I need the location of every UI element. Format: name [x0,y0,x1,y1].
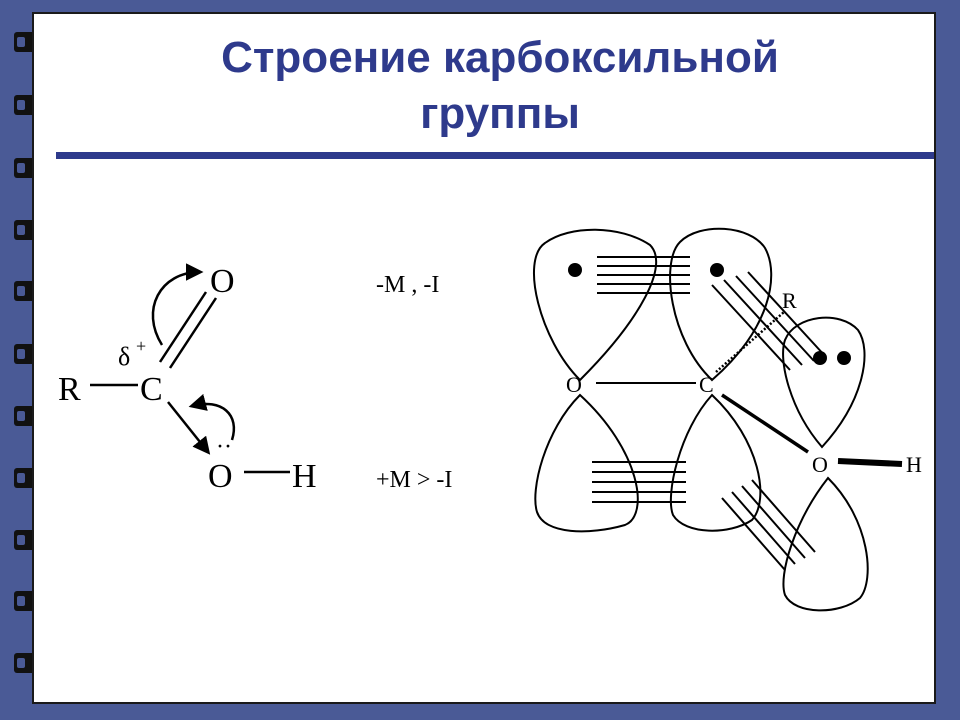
overlap-diagonal [723,279,803,366]
atom-c: C [140,371,163,408]
delta-symbol: δ [118,342,130,371]
orbital-label-r: R [782,288,797,313]
curved-arrow-bottom [188,393,236,441]
slide-title: Строение карбоксильной группы [100,30,900,142]
slide-page [32,12,936,704]
overlap-diagonal [731,491,796,565]
title-line-1: Строение карбоксильной [221,33,779,82]
effect-carbonyl: -M , -I [376,272,439,298]
title-line-2: группы [420,89,580,138]
structural-formula: R C δ + O ·· O H [58,263,317,495]
sigma-bond-c-r [715,311,785,373]
atom-o-hydroxyl: O [208,458,233,495]
electron-dot [813,351,827,365]
orbital-lobe-oh-top [782,316,866,449]
title-underline [56,152,934,159]
electron-dot [710,263,724,277]
delta-plus: + [136,336,146,356]
orbital-label-o2: O [812,452,828,477]
orbital-lobe-c-top [669,227,773,382]
double-bond-1 [158,291,208,363]
sigma-bond-o-h [837,458,903,467]
atom-r: R [58,371,81,408]
orbital-lobe-c-bottom [669,393,762,532]
orbital-lobe-o-top [533,228,658,382]
overlap-diagonal [721,497,786,571]
orbital-label-h: H [906,452,922,477]
overlap-diagonal [735,275,815,362]
atom-h: H [292,458,317,495]
overlap-diagonal [711,284,791,371]
overlap-diagonal [741,485,806,559]
atom-o-carbonyl: O [210,263,235,300]
sigma-bond-c-oh [721,393,809,454]
electron-dot [837,351,851,365]
orbital-lobe-o-bottom [534,393,639,533]
bond-c-oh [167,401,211,455]
curved-arrow-top [151,263,204,346]
lone-pair-dots: ·· [216,434,232,460]
orbital-lobe-oh-bottom [782,476,869,612]
double-bond-2 [168,297,218,369]
electron-dot [568,263,582,277]
effect-hydroxyl: +M > -I [376,467,452,493]
orbital-label-c: C [699,372,714,397]
overlap-diagonal [747,271,827,358]
orbital-label-o: O [566,372,582,397]
overlap-diagonal [751,479,816,553]
orbital-diagram [533,227,903,612]
